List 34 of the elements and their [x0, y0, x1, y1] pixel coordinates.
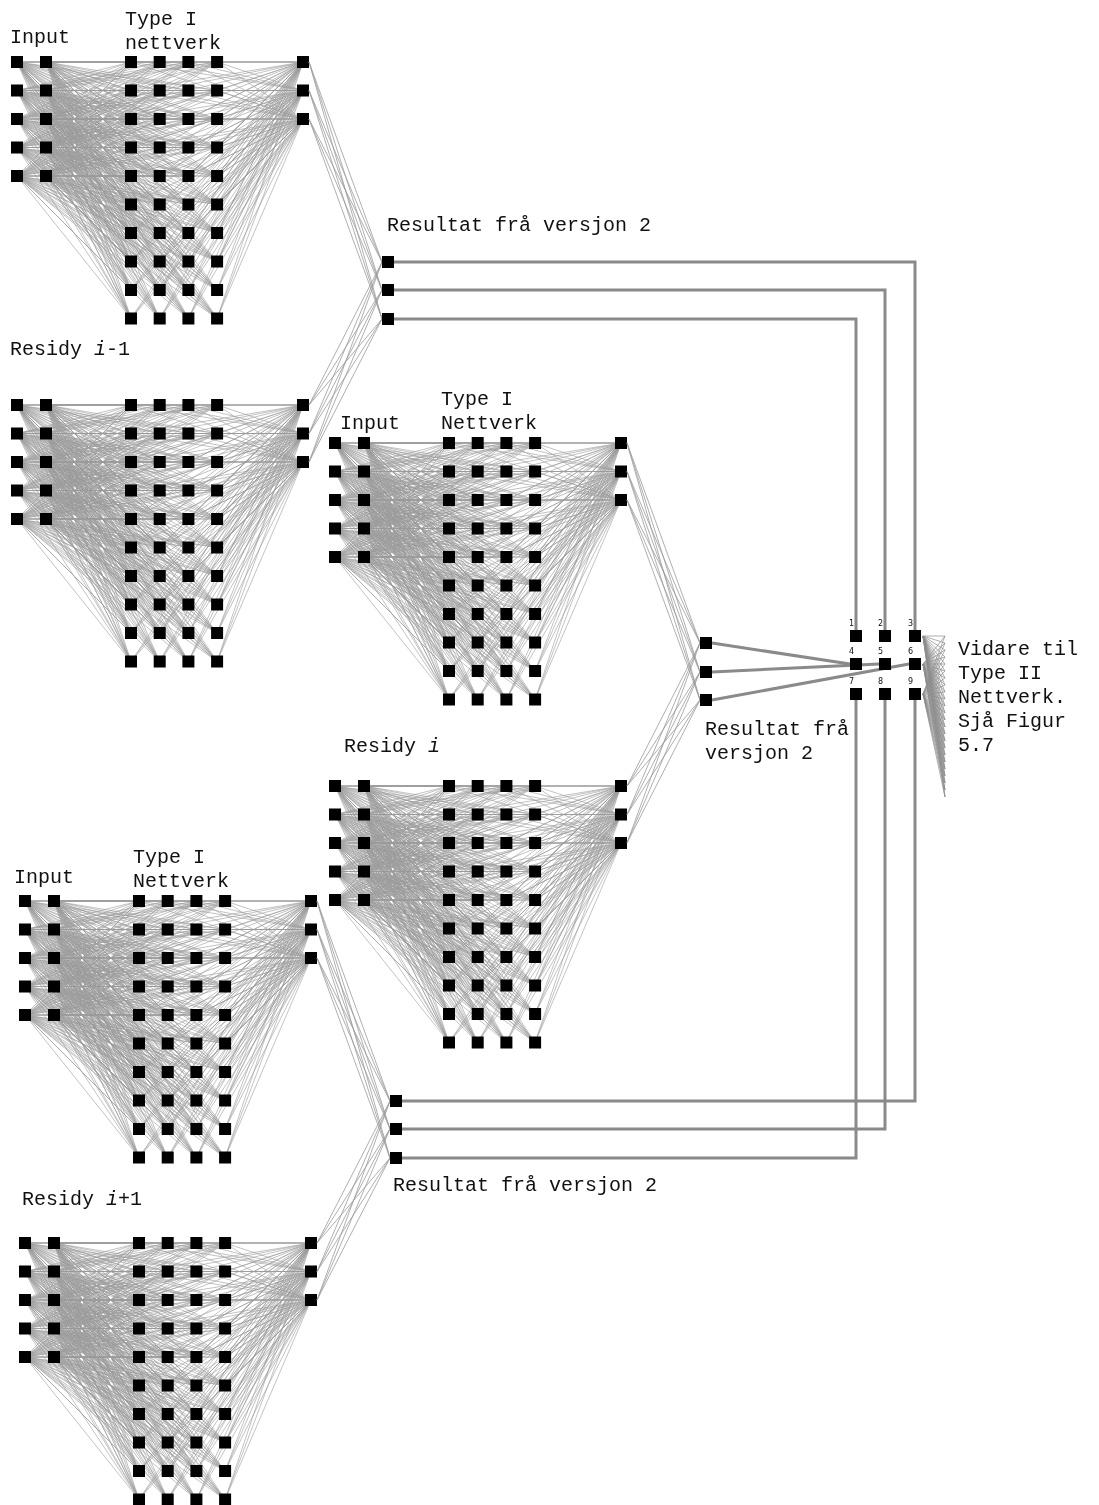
result-label: Resultat frå versjon 2: [705, 718, 851, 766]
residue-label: Residy i+1: [22, 1188, 143, 1212]
neuron-square: [390, 1152, 402, 1164]
result-label: Resultat frå versjon 2: [393, 1174, 658, 1198]
neuron-square: [382, 313, 394, 325]
layer-label: Input: [10, 26, 70, 50]
layer-label: Type I Nettverk: [441, 388, 538, 436]
connector-line: [711, 662, 910, 702]
neuron-number: 1: [849, 619, 855, 628]
neuron-square: [382, 284, 394, 296]
residue-label: Residy i-1: [10, 338, 131, 362]
neuron-square: [382, 256, 394, 268]
neuron-number: 5: [878, 647, 884, 656]
neuron-number: 3: [908, 619, 914, 628]
neuron-square: [700, 666, 712, 678]
connector-line: [711, 662, 880, 674]
neuron-square: [700, 694, 712, 706]
neuron-number: 9: [908, 677, 914, 686]
layer-label: Input: [340, 412, 400, 436]
neuron-square: [700, 637, 712, 649]
neuron-number: 2: [878, 619, 884, 628]
neuron-number: 8: [878, 677, 884, 686]
neuron-number: 7: [849, 677, 855, 686]
residue-label: Residy i: [344, 735, 441, 759]
neuron-number: 6: [908, 647, 914, 656]
neuron-square: [390, 1095, 402, 1107]
note-text: Vidare til Type II Nettverk. Sjå Figur 5.7: [958, 638, 1080, 758]
layer-label: Type I nettverk: [125, 8, 222, 56]
layer-label: Type I Nettverk: [133, 846, 230, 894]
layer-label: Input: [14, 866, 74, 890]
result-label: Resultat frå versjon 2: [387, 214, 652, 238]
neuron-square: [390, 1123, 402, 1135]
connector-line: [711, 641, 851, 666]
neuron-number: 4: [849, 647, 855, 656]
